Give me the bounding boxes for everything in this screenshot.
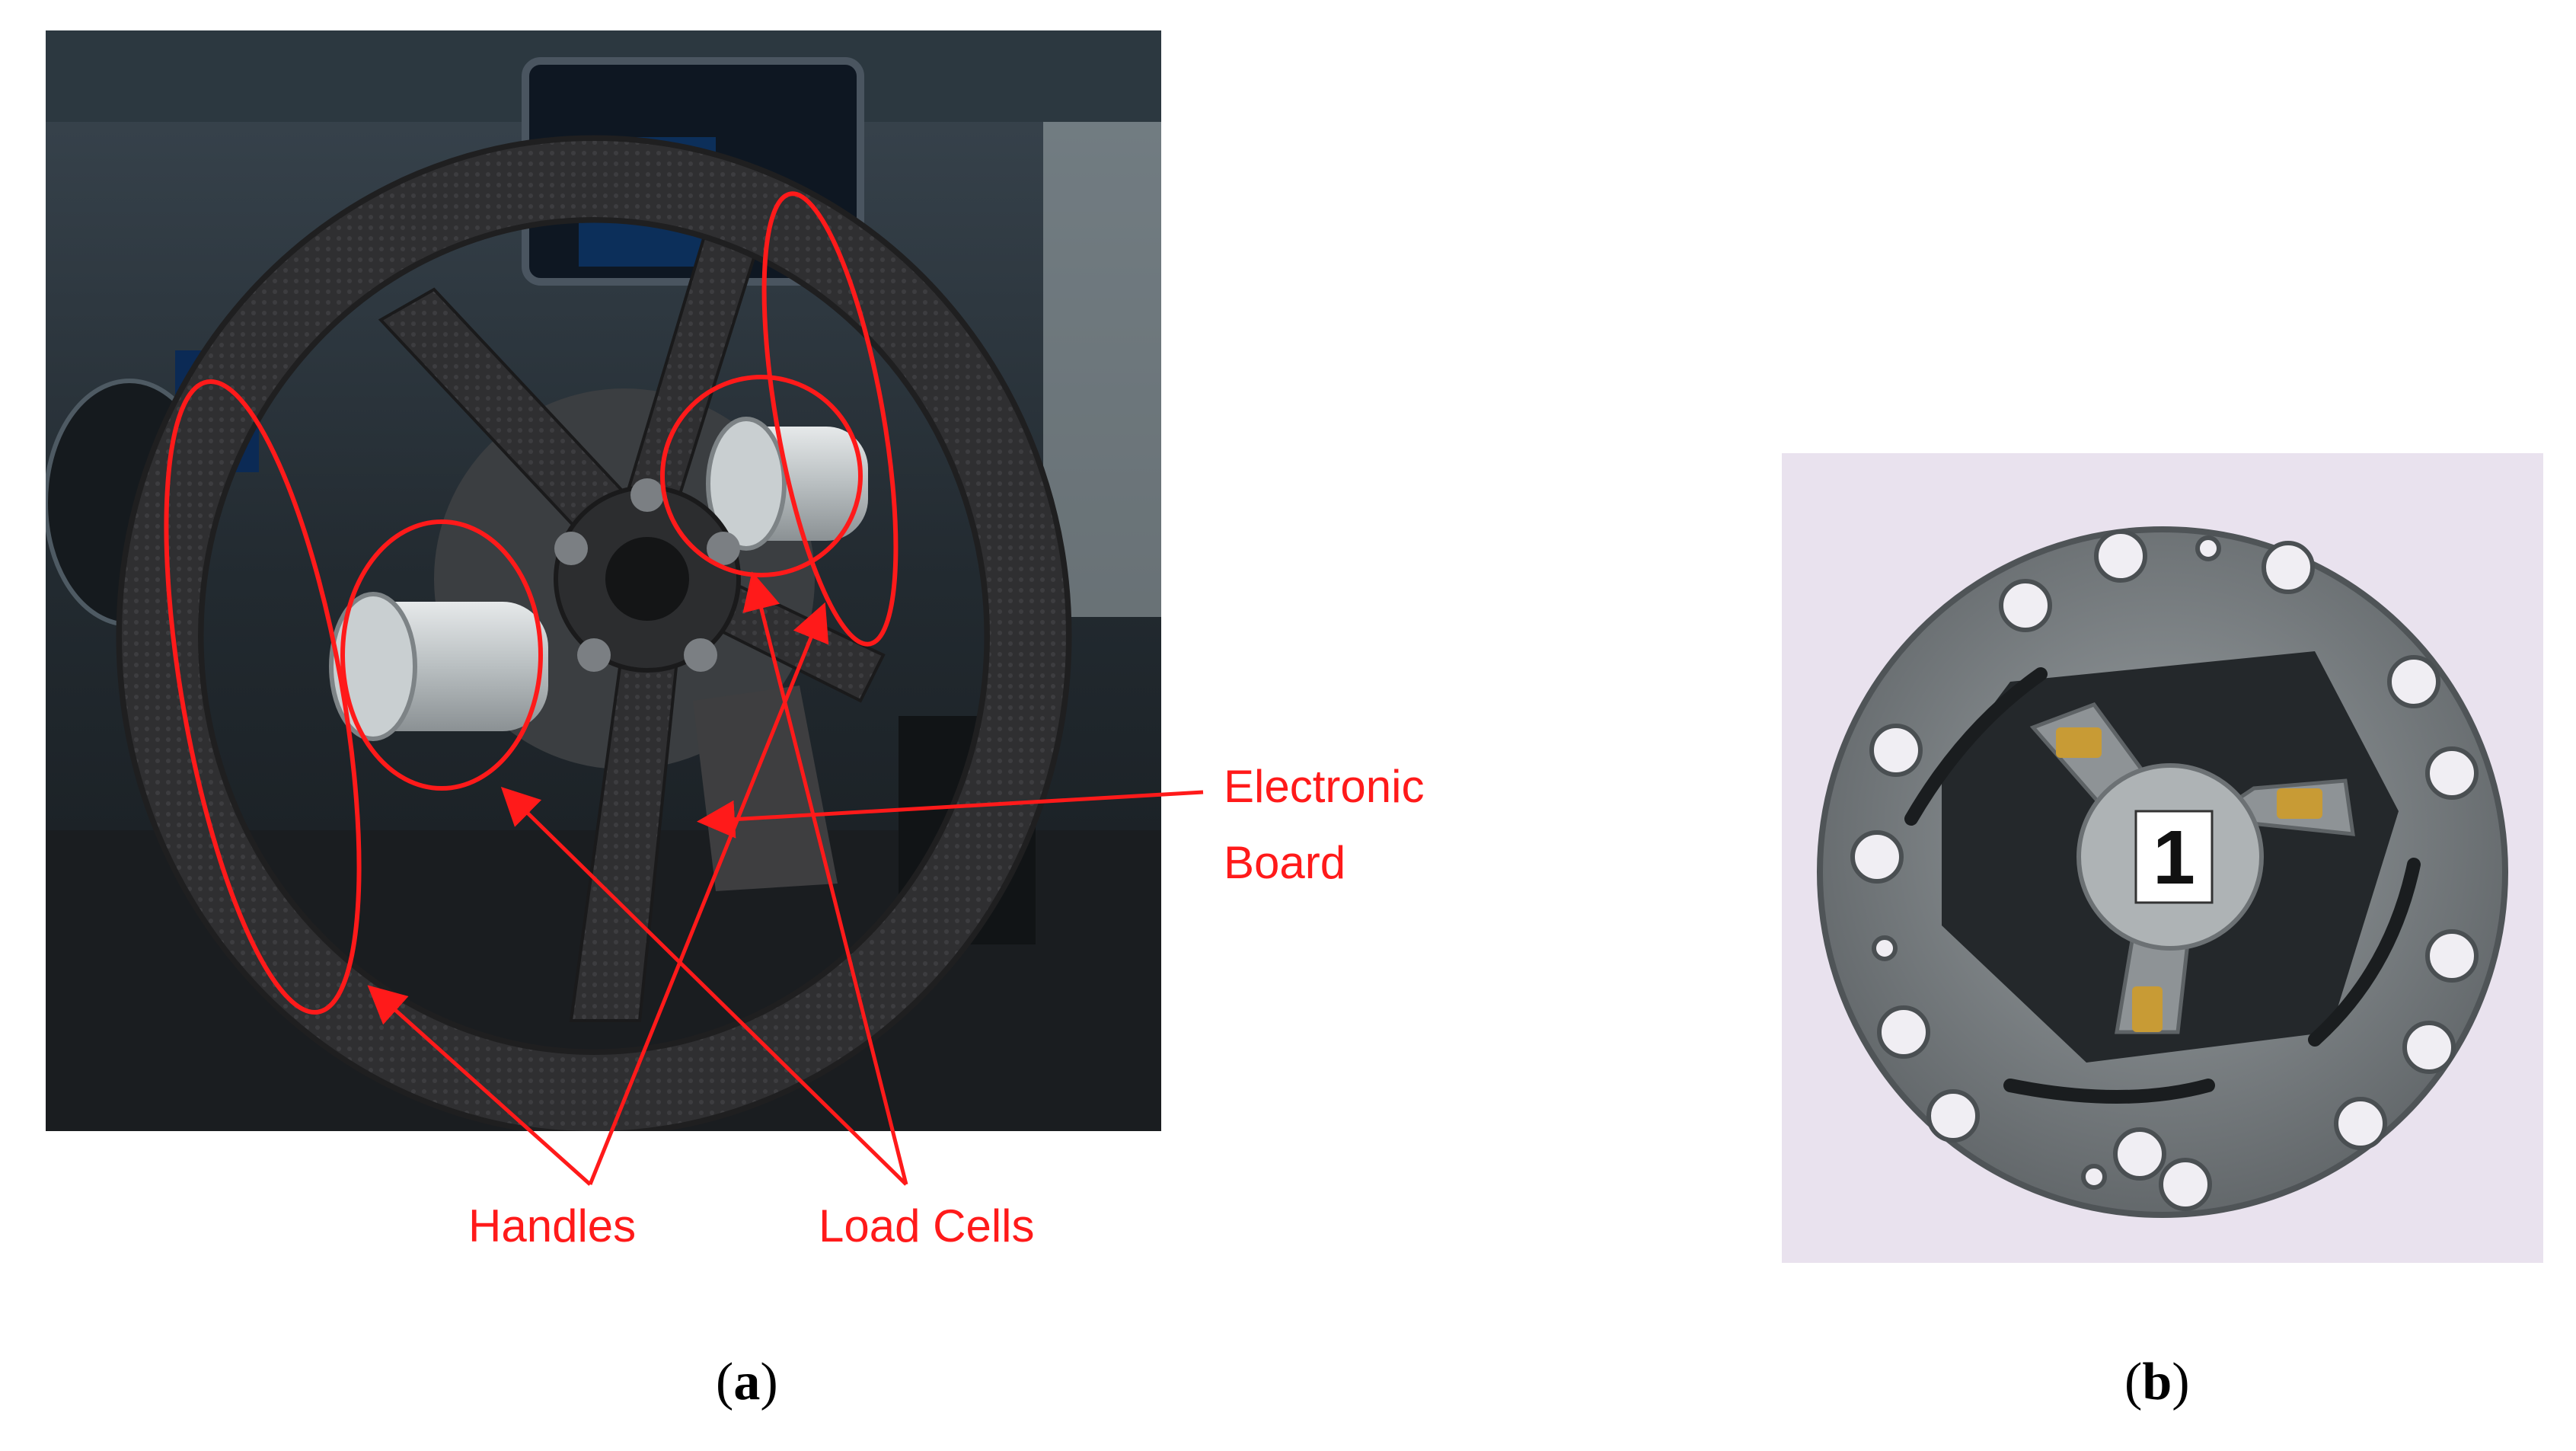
label-electronic-board-line1: Electronic — [1224, 761, 1425, 812]
caption-b-close: ) — [2172, 1353, 2190, 1411]
caption-b: (b) — [2124, 1356, 2190, 1409]
caption-b-open: ( — [2124, 1353, 2143, 1411]
label-handles: Handles — [468, 1200, 637, 1251]
load-cell-illustration: 1 — [1782, 453, 2543, 1263]
caption-b-letter: b — [2142, 1353, 2172, 1411]
caption-a-close: ) — [760, 1353, 778, 1411]
caption-a-letter: a — [733, 1353, 761, 1411]
load-cell-left — [329, 592, 548, 741]
caption-a: (a) — [716, 1356, 778, 1409]
steering-wheel-illustration — [46, 30, 1161, 1131]
label-electronic-board-line2: Board — [1224, 837, 1346, 888]
label-load-cells: Load Cells — [819, 1200, 1035, 1251]
strain-gauges — [2056, 727, 2322, 1032]
steering-wheel-photo — [46, 30, 1161, 1131]
load-cell-number: 1 — [2153, 815, 2195, 900]
load-cell-right — [706, 417, 868, 551]
mounting-holes — [1850, 529, 2479, 1211]
number-sticker — [2134, 810, 2214, 904]
load-cell-photo: 1 — [1782, 453, 2543, 1263]
caption-a-open: ( — [716, 1353, 734, 1411]
